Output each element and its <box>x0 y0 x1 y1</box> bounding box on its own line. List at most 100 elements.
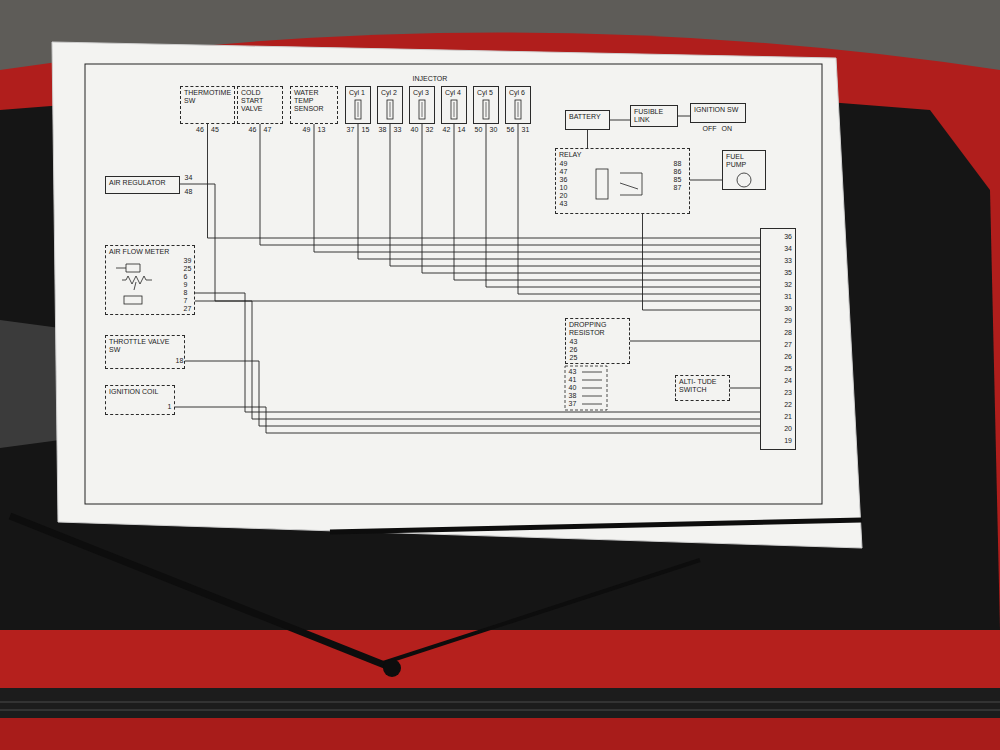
component-name: THROTTLE VALVE SW <box>109 338 181 354</box>
pin-number: 48 <box>184 188 193 196</box>
cowl-vent <box>0 688 1000 718</box>
switch-symbol <box>116 264 140 272</box>
wiper-arm <box>10 516 392 668</box>
vent-slats <box>0 702 1000 710</box>
pin-number: 7 <box>183 297 188 305</box>
injector-box: Cyl 3 <box>409 86 435 124</box>
pin-number: 88 <box>673 160 682 168</box>
pin-number: 25 <box>569 354 578 362</box>
injector-symbol <box>514 99 522 121</box>
injector-symbol <box>482 99 490 121</box>
component-name: AIR FLOW METER <box>109 248 191 256</box>
pin-number: 6 <box>183 273 188 281</box>
pin-number: 33 <box>764 255 792 267</box>
component-name: Cyl 4 <box>445 89 463 97</box>
injector-symbol <box>418 99 426 121</box>
relay-symbol <box>592 163 656 209</box>
wire <box>175 407 760 433</box>
injector-body <box>355 100 361 119</box>
pin-number: 49 <box>302 126 311 134</box>
coil-box: IGNITION COIL <box>105 385 175 415</box>
pin-number: 34 <box>184 174 193 182</box>
component-name: DROPPING RESISTOR <box>569 321 626 337</box>
pump-symbol <box>736 172 752 188</box>
hood-strip <box>0 630 1000 688</box>
component-name: FUEL PUMP <box>726 153 762 169</box>
injector-core <box>486 102 487 117</box>
wire <box>208 124 761 238</box>
injector-body <box>451 100 457 119</box>
component-name: Cyl 5 <box>477 89 495 97</box>
pin-number: 46 <box>248 126 257 134</box>
wiper-arm <box>380 560 700 664</box>
wire <box>690 180 722 181</box>
pin-number: 30 <box>489 126 498 134</box>
wire <box>390 124 760 266</box>
component-name: WATER TEMP SENSOR <box>294 89 334 113</box>
injector-symbol <box>354 99 362 121</box>
pin-number: 27 <box>183 305 192 313</box>
pin-number: 25 <box>764 363 792 375</box>
pin-number: 27 <box>764 339 792 351</box>
pin-number: 21 <box>764 411 792 423</box>
pin-number: 38 <box>568 392 577 400</box>
switch-box: THERMOTIME SW <box>180 86 235 124</box>
relay-contacts <box>620 173 642 195</box>
injector-box: Cyl 2 <box>377 86 403 124</box>
sensor-box: WATER TEMP SENSOR <box>290 86 338 124</box>
pin-number: 39 <box>183 257 192 265</box>
injector-core <box>422 102 423 117</box>
wire <box>358 124 760 259</box>
component-name: Cyl 3 <box>413 89 431 97</box>
control-unit-connector: 363433353231302928272625242322212019 <box>760 228 796 450</box>
component-name: IGNITION SW <box>694 106 742 114</box>
meter-symbol <box>112 260 168 310</box>
pin-number: 24 <box>764 375 792 387</box>
pin-number: 49 <box>559 160 568 168</box>
fuse-box: FUSIBLE LINK <box>630 105 678 127</box>
paper-sheet <box>52 42 862 548</box>
component-name: BATTERY <box>569 113 606 121</box>
wire <box>610 120 630 121</box>
injector-body <box>515 100 521 119</box>
wire <box>454 124 760 280</box>
wiper-pivot <box>383 659 401 677</box>
wire <box>260 124 760 245</box>
switch-box: THROTTLE VALVE SW <box>105 335 185 369</box>
relay-coil <box>596 169 608 199</box>
pin-number: 33 <box>393 126 402 134</box>
injector-box: Cyl 6 <box>505 86 531 124</box>
resistor-symbol <box>582 372 602 404</box>
pin-number: 36 <box>764 231 792 243</box>
car-roof <box>0 33 1000 750</box>
wire <box>195 293 760 412</box>
injector-body <box>419 100 425 119</box>
switch-position: ON <box>721 125 733 133</box>
pin-number: 1 <box>167 403 172 411</box>
pin-number: 14 <box>457 126 466 134</box>
regulator-box: AIR REGULATOR <box>105 176 180 194</box>
wire <box>730 388 760 389</box>
resistor-symbol <box>122 276 152 284</box>
pin-number: 13 <box>317 126 326 134</box>
pin-number: 47 <box>263 126 272 134</box>
pin-number: 9 <box>183 281 188 289</box>
wire <box>185 361 760 426</box>
wire <box>587 130 588 148</box>
injector-core <box>358 102 359 117</box>
pin-number: 40 <box>410 126 419 134</box>
pin-number: 42 <box>442 126 451 134</box>
wire <box>195 301 760 419</box>
pin-number: 43 <box>568 368 577 376</box>
group-label: INJECTOR <box>412 75 448 83</box>
pin-number: 86 <box>673 168 682 176</box>
pin-number: 35 <box>764 267 792 279</box>
resistor-symbol <box>124 296 142 304</box>
pin-number: 18 <box>175 357 184 365</box>
pin-number: 31 <box>764 291 792 303</box>
pump-box: FUEL PUMP <box>722 150 766 190</box>
injector-box: Cyl 1 <box>345 86 371 124</box>
injector-symbol <box>450 99 458 121</box>
